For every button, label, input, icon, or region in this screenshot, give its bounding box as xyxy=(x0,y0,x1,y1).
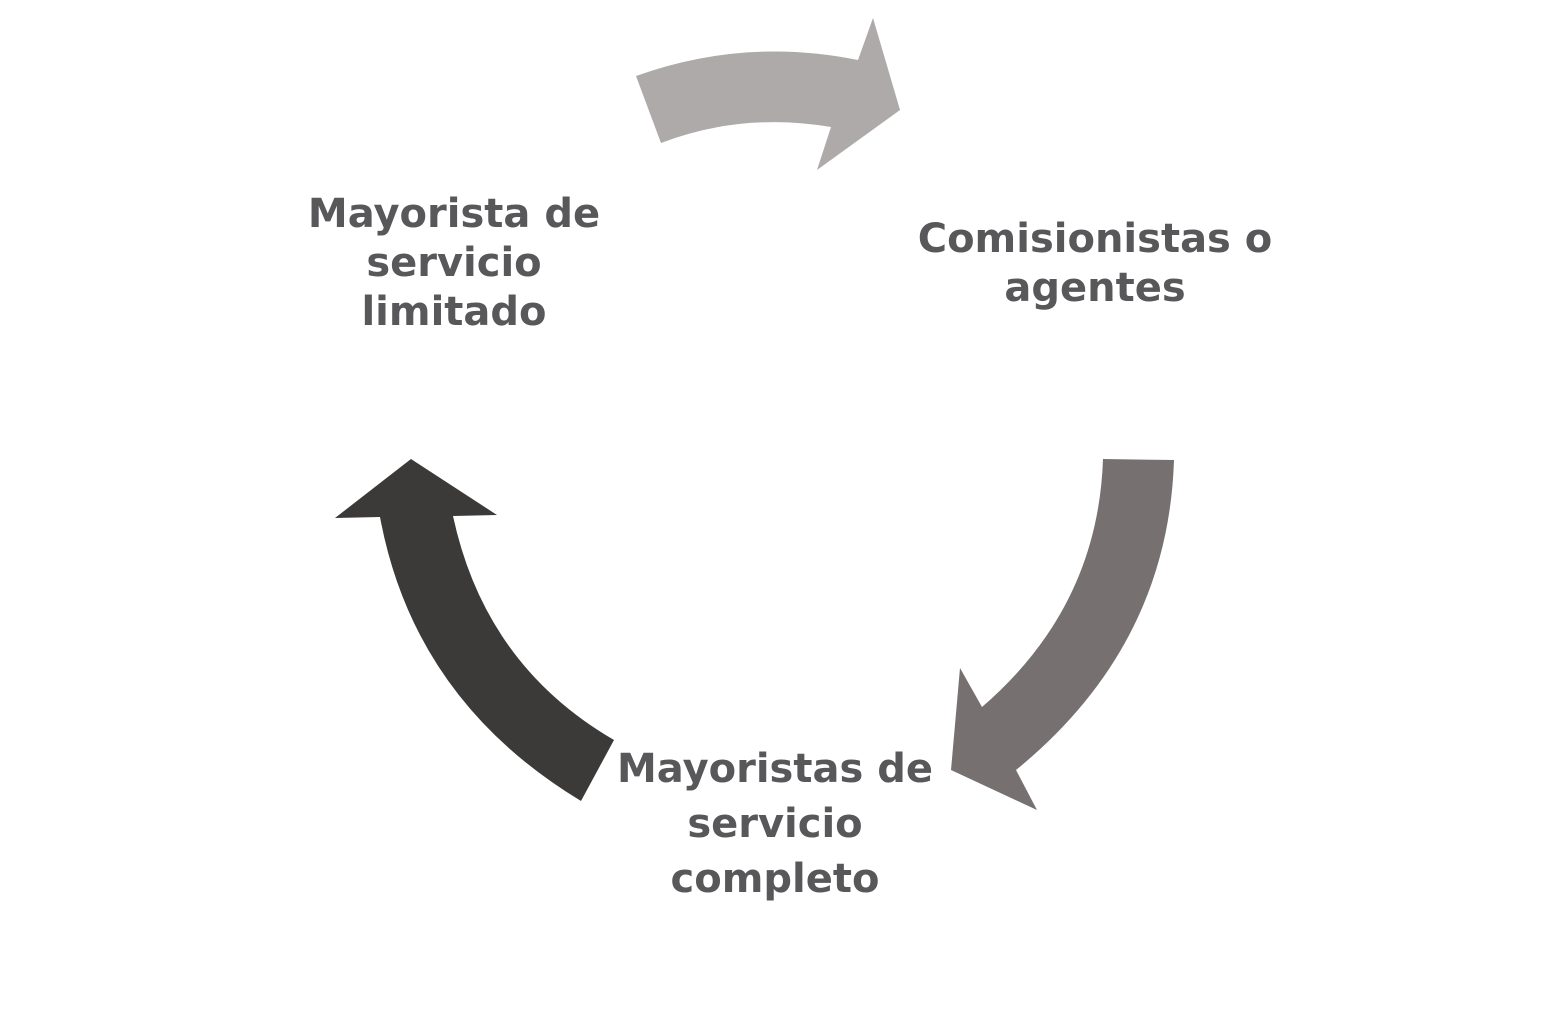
arrow-completo-to-limitado xyxy=(335,459,614,801)
node-mayorista-servicio-limitado: Mayorista de servicio limitado xyxy=(254,190,654,337)
node-label-line: completo xyxy=(670,856,880,902)
node-label-line: servicio xyxy=(687,801,863,847)
node-comisionistas-agentes: Comisionistas o agentes xyxy=(870,215,1320,313)
node-label-line: agentes xyxy=(1004,265,1186,311)
node-label-line: Comisionistas o xyxy=(917,216,1273,262)
arrow-limitado-to-comisionistas xyxy=(636,18,900,170)
arrow-comisionistas-to-completo xyxy=(951,459,1174,810)
node-label-line: servicio xyxy=(366,240,542,286)
node-label-line: limitado xyxy=(361,289,547,335)
node-label-line: Mayorista de xyxy=(307,191,601,237)
node-label-line: Mayoristas de xyxy=(617,746,933,792)
node-mayoristas-servicio-completo: Mayoristas de servicio completo xyxy=(575,742,975,907)
